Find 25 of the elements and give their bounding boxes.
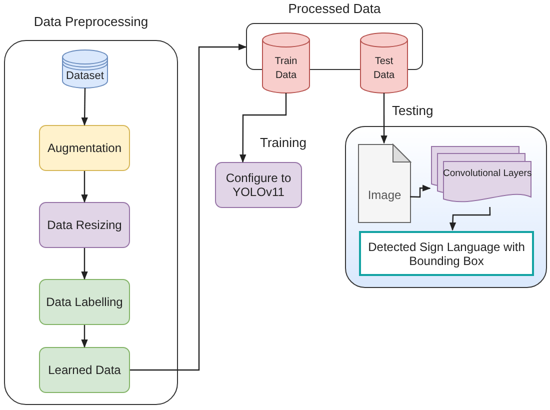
document-label: Image	[366, 188, 402, 202]
cylinder-label: Train Data	[274, 55, 298, 82]
edge-label: Testing	[390, 103, 436, 118]
process-box: Learned Data	[39, 347, 130, 393]
process-box: Data Resizing	[39, 202, 130, 248]
arrow	[449, 206, 491, 231]
arrow	[410, 184, 431, 198]
arrow	[130, 44, 247, 371]
process-box: Detected Sign Language with Bounding Box	[359, 231, 534, 276]
process-box: Data Labelling	[39, 279, 130, 325]
arrow	[240, 93, 287, 163]
arrow	[81, 88, 88, 126]
cylinder-label: Test Data	[372, 55, 396, 82]
arrow	[380, 93, 388, 144]
stack-label: Convolutional Layers	[443, 168, 531, 179]
edge-label: Training	[258, 135, 308, 150]
group-heading: Data Preprocessing	[32, 14, 150, 29]
arrow	[81, 325, 88, 348]
process-box: Augmentation	[39, 125, 130, 171]
arrow	[81, 248, 88, 280]
panel-frame	[345, 126, 547, 288]
cylinder-label: Dataset	[65, 69, 105, 84]
group-heading: Processed Data	[287, 1, 382, 16]
process-box: Configure to YOLOv11	[215, 162, 302, 208]
arrow	[81, 171, 88, 203]
